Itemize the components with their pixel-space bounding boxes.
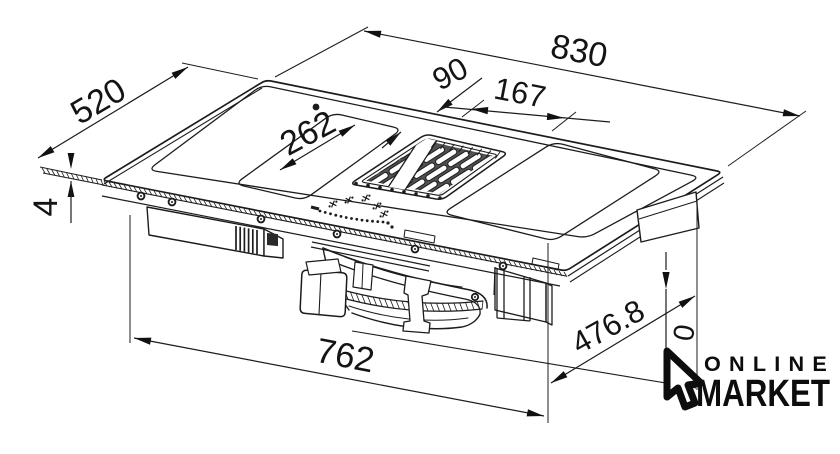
svg-text:MARKET: MARKET [696, 373, 830, 415]
svg-text:ONLINE: ONLINE [704, 353, 835, 376]
svg-text:4: 4 [27, 198, 65, 217]
svg-text:0: 0 [666, 322, 700, 343]
